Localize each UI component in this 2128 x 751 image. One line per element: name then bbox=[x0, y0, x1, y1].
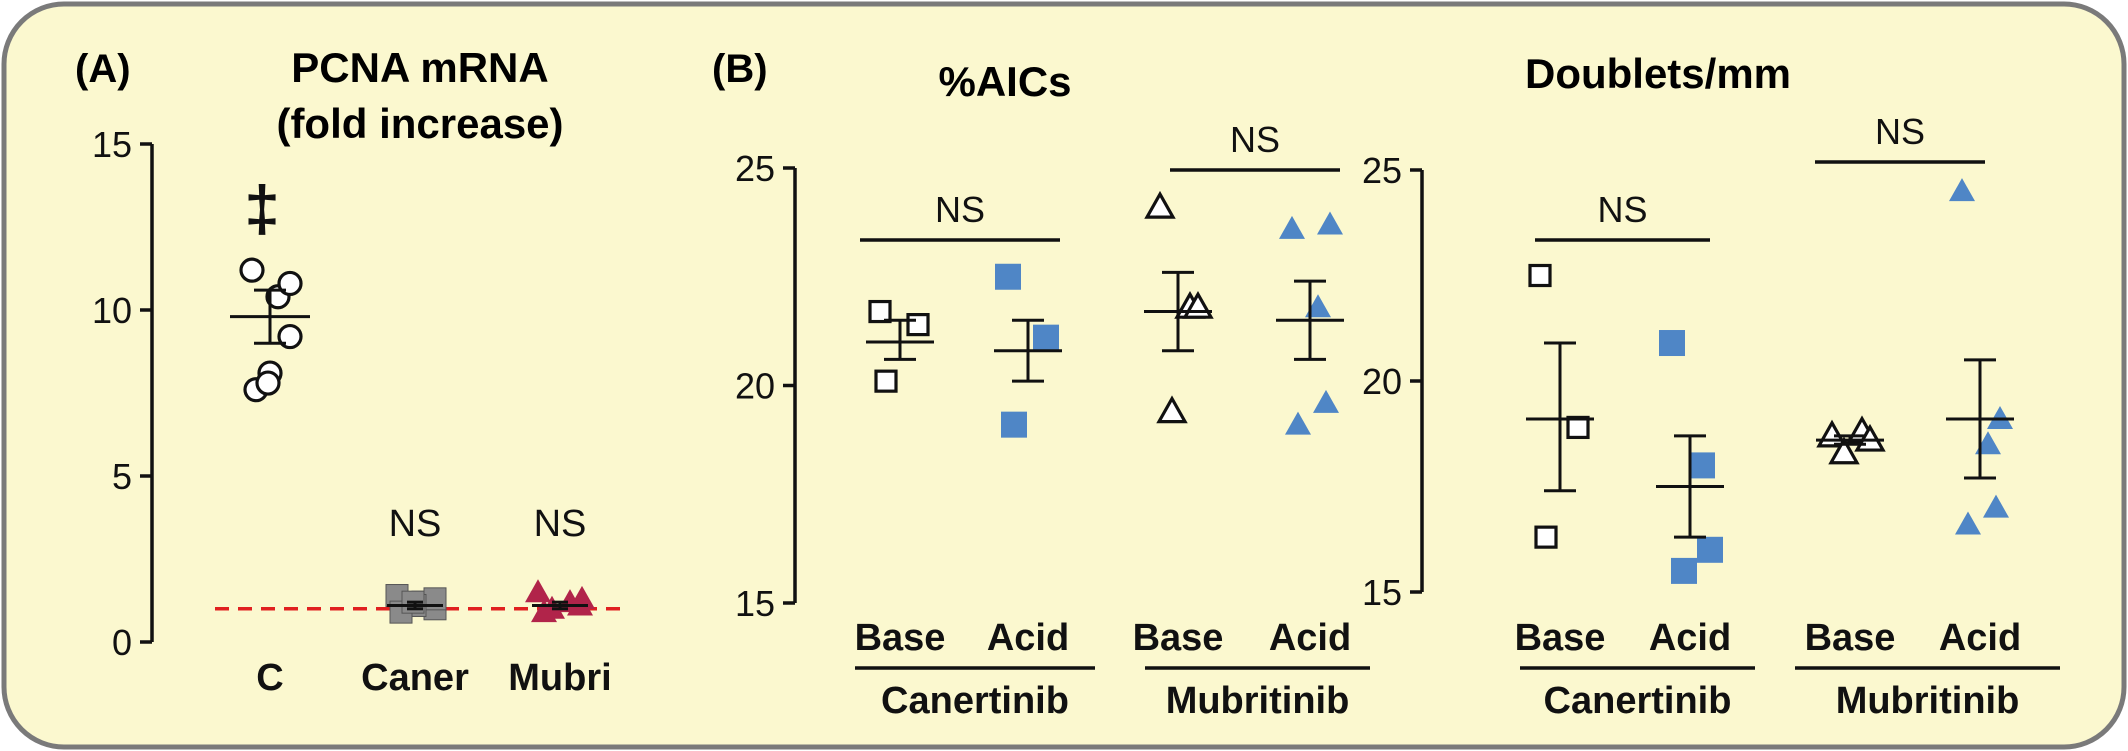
data-point bbox=[1534, 525, 1558, 549]
y-tick-label: 20 bbox=[735, 366, 775, 407]
data-point bbox=[1955, 511, 1981, 535]
data-point bbox=[531, 599, 557, 623]
data-point bbox=[995, 263, 1021, 290]
data-point bbox=[1566, 415, 1590, 440]
data-point bbox=[525, 579, 551, 603]
y-tick-label: 5 bbox=[112, 456, 132, 497]
significance-label: NS bbox=[1597, 189, 1647, 230]
group-label: Canertinib bbox=[1544, 680, 1732, 722]
y-tick-label: 15 bbox=[1362, 572, 1402, 613]
group-label: Mubritinib bbox=[1166, 680, 1350, 722]
x-category-label: Base bbox=[1805, 617, 1896, 659]
x-category-label: Acid bbox=[1939, 617, 2021, 659]
group-label: Mubritinib bbox=[1836, 680, 2020, 722]
chart-b1-title: %AICs bbox=[938, 58, 1071, 105]
panel-a-title-line1: PCNA mRNA bbox=[291, 44, 548, 91]
x-category-label: C bbox=[256, 657, 283, 699]
data-point bbox=[1659, 330, 1685, 357]
data-point bbox=[1279, 215, 1305, 239]
x-category-label: Base bbox=[1515, 617, 1606, 659]
significance-label: NS bbox=[1230, 119, 1280, 160]
y-tick-label: 0 bbox=[112, 622, 132, 663]
data-point bbox=[1983, 494, 2009, 518]
y-tick-label: 20 bbox=[1362, 361, 1402, 402]
data-point bbox=[1156, 395, 1188, 424]
data-point bbox=[1689, 452, 1715, 479]
data-point bbox=[1001, 411, 1027, 438]
x-category-label: Acid bbox=[987, 617, 1069, 659]
chart-b2-title: Doublets/mm bbox=[1525, 50, 1791, 97]
data-point bbox=[239, 257, 265, 283]
data-point bbox=[1317, 211, 1343, 235]
x-category-label: Acid bbox=[1269, 617, 1351, 659]
y-tick-label: 25 bbox=[735, 148, 775, 189]
data-point bbox=[255, 370, 281, 396]
data-point bbox=[1671, 557, 1697, 584]
data-point bbox=[1313, 389, 1339, 413]
data-point bbox=[1528, 263, 1552, 288]
y-tick-label: 15 bbox=[735, 583, 775, 624]
data-point bbox=[874, 369, 898, 393]
data-point bbox=[1285, 411, 1311, 435]
y-tick-label: 25 bbox=[1362, 150, 1402, 191]
data-point bbox=[868, 299, 892, 324]
data-point bbox=[1828, 436, 1860, 465]
x-category-label: Base bbox=[855, 617, 946, 659]
data-point bbox=[1033, 324, 1059, 351]
significance-label: NS bbox=[935, 189, 985, 230]
panel-b-label: (B) bbox=[712, 47, 768, 91]
panel-a-label: (A) bbox=[75, 47, 131, 91]
x-category-label: Mubri bbox=[508, 657, 611, 699]
x-category-label: Caner bbox=[361, 657, 469, 699]
significance-label: NS bbox=[1875, 111, 1925, 152]
chart-a-plot: 0 5 10 15C ‡ Caner NS Mubri NS bbox=[92, 124, 625, 699]
x-category-label: Base bbox=[1133, 617, 1224, 659]
x-category-label: Acid bbox=[1649, 617, 1731, 659]
significance-label: NS bbox=[389, 503, 442, 545]
data-point bbox=[1697, 536, 1723, 563]
data-point bbox=[906, 313, 930, 337]
significance-mark: ‡ bbox=[244, 172, 280, 244]
panel-a-title-line2: (fold increase) bbox=[276, 100, 563, 147]
significance-label: NS bbox=[534, 503, 587, 545]
y-tick-label: 10 bbox=[92, 290, 132, 331]
y-tick-label: 15 bbox=[92, 124, 132, 165]
data-point bbox=[1144, 190, 1176, 219]
data-point bbox=[1949, 178, 1975, 202]
group-label: Canertinib bbox=[881, 680, 1069, 722]
